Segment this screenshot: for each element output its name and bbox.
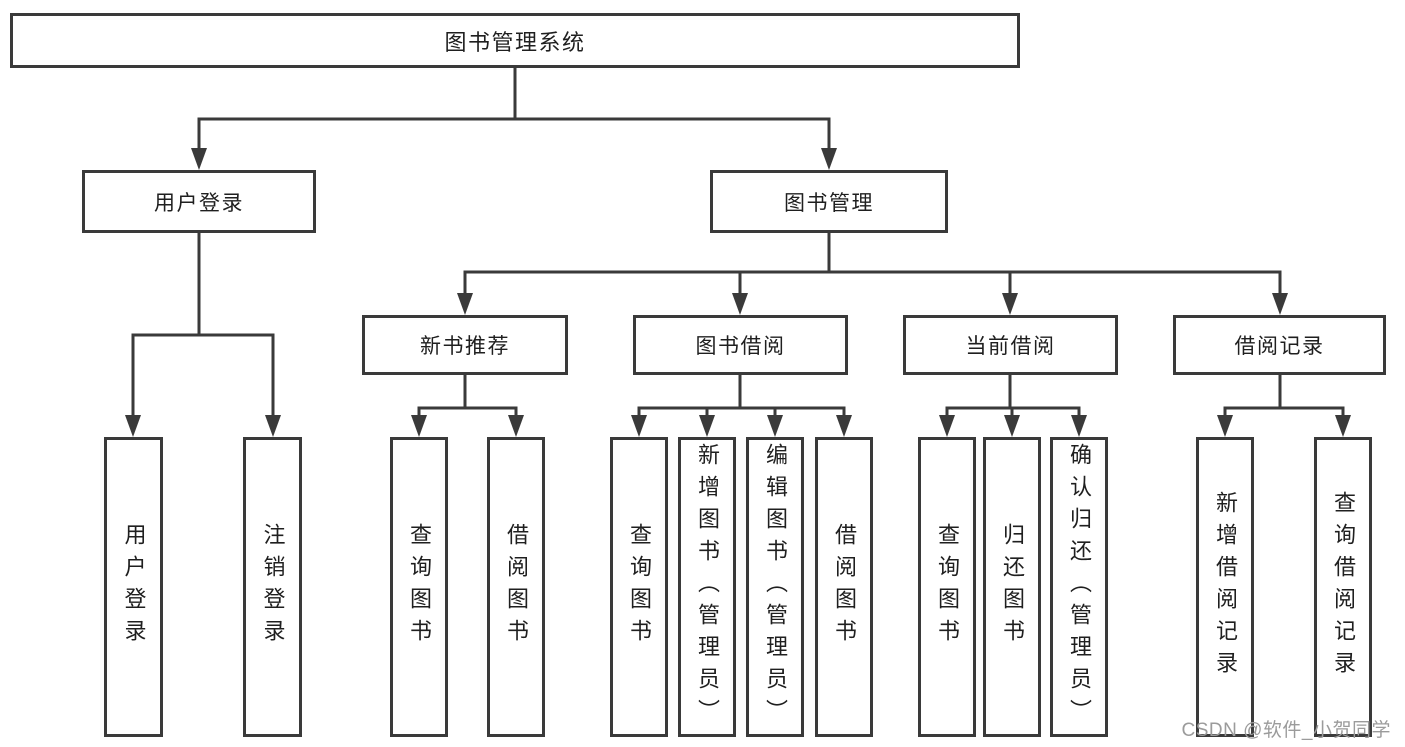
arrow-down-icon bbox=[457, 293, 1288, 315]
connector-borrow-record bbox=[1223, 375, 1345, 418]
leaf-query-book-3: 查询图书 bbox=[918, 437, 976, 737]
node-label: 查询图书 bbox=[627, 523, 652, 651]
node-label: 新书推荐 bbox=[420, 335, 510, 358]
node-current-borrow: 当前借阅 bbox=[903, 315, 1118, 375]
node-user-login: 用户登录 bbox=[82, 170, 316, 233]
connector-book-borrow bbox=[637, 375, 846, 418]
node-label: 借阅图书 bbox=[504, 523, 529, 651]
node-label: 图书借阅 bbox=[695, 335, 786, 358]
node-label: 查询图书 bbox=[407, 523, 432, 651]
node-new-book-recommend: 新书推荐 bbox=[362, 315, 568, 375]
arrow-down-icon bbox=[1217, 415, 1351, 437]
leaf-borrow-book-1: 借阅图书 bbox=[487, 437, 545, 737]
node-book-borrow: 图书借阅 bbox=[633, 315, 848, 375]
arrow-down-icon bbox=[191, 148, 837, 170]
node-label: 归还图书 bbox=[1000, 523, 1025, 651]
node-book-management: 图书管理 bbox=[710, 170, 948, 233]
leaf-confirm-return-admin: 确认归还（管理员） bbox=[1050, 437, 1108, 737]
leaf-add-book-admin: 新增图书（管理员） bbox=[678, 437, 736, 737]
connector-current-borrow bbox=[945, 375, 1081, 418]
connector-book-management bbox=[463, 233, 1282, 296]
connector-new-book bbox=[417, 375, 518, 418]
node-label: 借阅图书 bbox=[832, 523, 857, 651]
node-label: 借阅记录 bbox=[1234, 335, 1325, 358]
node-label: 编辑图书（管理员） bbox=[763, 443, 788, 731]
csdn-watermark: CSDN @软件_小贺同学 bbox=[1181, 720, 1391, 741]
connector-user-login bbox=[131, 233, 275, 418]
node-label: 确认归还（管理员） bbox=[1067, 443, 1092, 731]
node-label: 新增图书（管理员） bbox=[695, 443, 720, 731]
leaf-edit-book-admin: 编辑图书（管理员） bbox=[746, 437, 804, 737]
leaf-logout: 注销登录 bbox=[243, 437, 302, 737]
arrow-down-icon bbox=[125, 415, 281, 437]
node-label: 图书管理 bbox=[784, 191, 874, 215]
node-label: 当前借阅 bbox=[965, 335, 1056, 358]
arrow-down-icon bbox=[939, 415, 1087, 437]
node-label: 图书管理系统 bbox=[444, 29, 586, 55]
leaf-user-login: 用户登录 bbox=[104, 437, 163, 737]
arrow-down-icon bbox=[411, 415, 524, 437]
node-label: 用户登录 bbox=[121, 523, 147, 651]
node-label: 注销登录 bbox=[260, 523, 286, 651]
leaf-query-book-1: 查询图书 bbox=[390, 437, 448, 737]
leaf-add-borrow-record: 新增借阅记录 bbox=[1196, 437, 1254, 737]
node-label: 新增借阅记录 bbox=[1213, 491, 1238, 683]
leaf-query-book-2: 查询图书 bbox=[610, 437, 668, 737]
node-root-system: 图书管理系统 bbox=[10, 13, 1020, 68]
connector-root bbox=[197, 68, 831, 151]
leaf-borrow-book-2: 借阅图书 bbox=[815, 437, 873, 737]
arrow-down-icon bbox=[631, 415, 852, 437]
leaf-return-book: 归还图书 bbox=[983, 437, 1041, 737]
node-label: 用户登录 bbox=[154, 191, 244, 215]
node-borrow-record: 借阅记录 bbox=[1173, 315, 1386, 375]
node-label: 查询借阅记录 bbox=[1331, 491, 1356, 683]
leaf-query-borrow-record: 查询借阅记录 bbox=[1314, 437, 1372, 737]
node-label: 查询图书 bbox=[935, 523, 960, 651]
